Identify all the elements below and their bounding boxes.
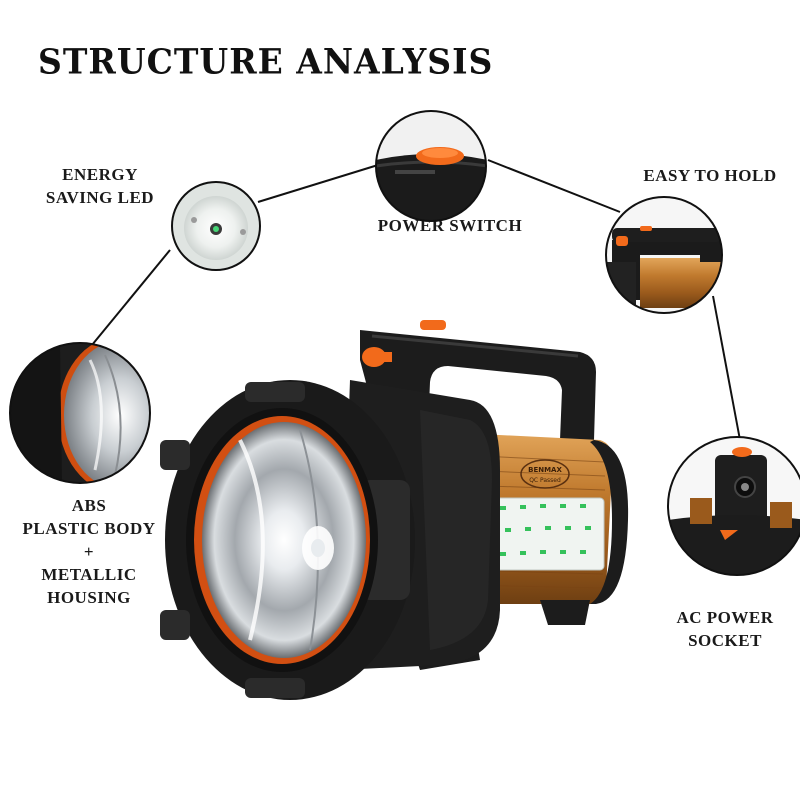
label-line: ENERGY: [62, 165, 138, 184]
label-abs-plastic-body: ABS PLASTIC BODY + METALLIC HOUSING: [14, 494, 164, 609]
ac-power-socket-closeup: [667, 436, 800, 576]
label-line: AC POWER: [676, 608, 774, 627]
label-line: METALLIC: [41, 565, 137, 584]
label-line: ABS: [71, 496, 107, 515]
main-reflector: [202, 422, 366, 658]
side-led-panel: [491, 497, 605, 571]
brand-badge: BENMAX QC Passed: [520, 459, 570, 489]
label-energy-saving-led: ENERGY SAVING LED: [30, 163, 170, 209]
label-line: SOCKET: [688, 631, 762, 650]
easy-to-hold-closeup: [605, 196, 723, 314]
brand-badge-text: QC Passed: [529, 477, 561, 484]
flashlight-main: BENMAX QC Passed: [160, 320, 629, 700]
energy-saving-led-closeup: [171, 181, 261, 271]
page-title: STRUCTURE ANALYSIS: [38, 41, 494, 82]
power-button-orange: [420, 320, 446, 330]
connector-lines: [91, 159, 741, 441]
power-switch-closeup: [375, 110, 487, 222]
label-line: HOUSING: [47, 588, 131, 607]
label-line: +: [83, 542, 95, 561]
label-easy-to-hold: EASY TO HOLD: [643, 166, 777, 185]
label-ac-power-socket: AC POWER SOCKET: [660, 606, 790, 652]
brand-logo-text: BENMAX: [528, 466, 562, 474]
label-line: SAVING LED: [45, 188, 155, 207]
side-led-dots: [500, 504, 591, 556]
label-line: PLASTIC BODY: [22, 519, 156, 538]
abs-body-closeup: [9, 342, 151, 484]
label-power-switch: POWER SWITCH: [377, 216, 523, 235]
